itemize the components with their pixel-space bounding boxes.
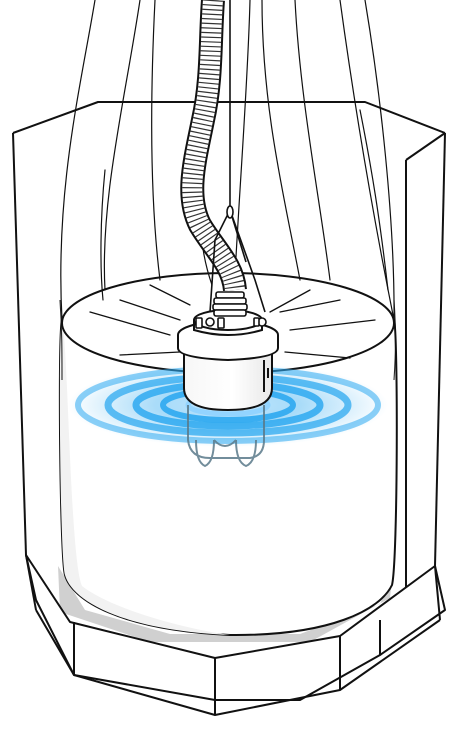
mixer-coupling (213, 292, 247, 316)
tote-left-wall (13, 133, 26, 555)
corrugated-hose (192, 0, 235, 290)
tote-top-rim-inner (406, 133, 445, 160)
tote-right-wall (435, 133, 445, 566)
